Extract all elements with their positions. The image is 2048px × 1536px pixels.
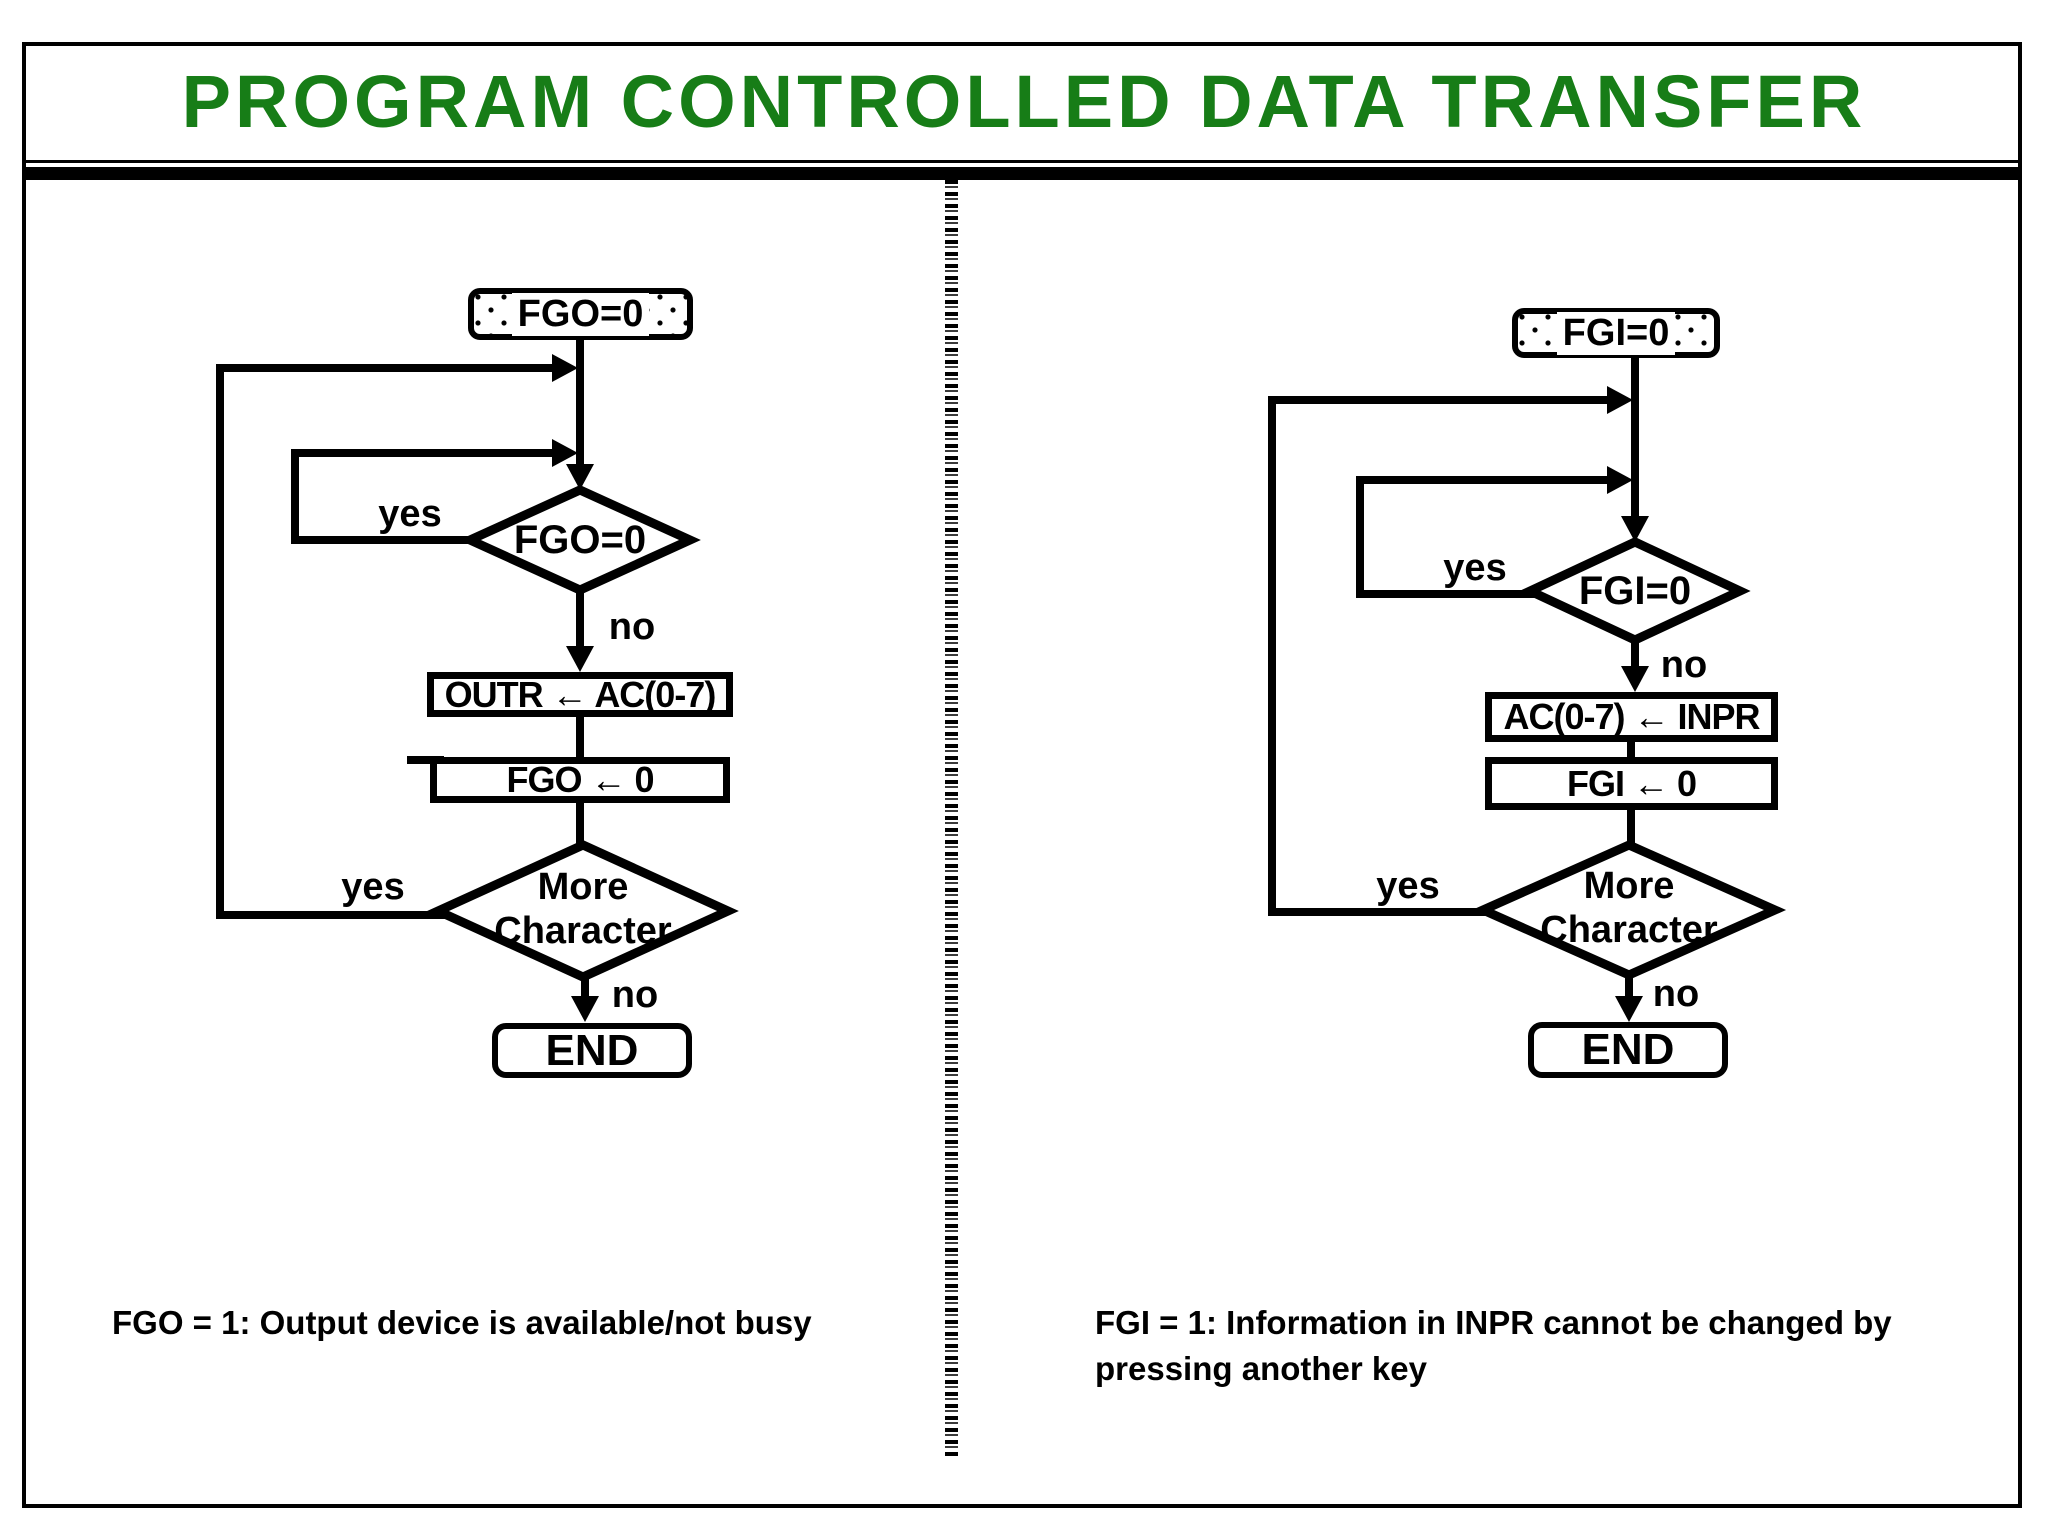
right-process-ac: AC(0-7) ← INPR <box>1485 692 1778 742</box>
right-caption-line2: pressing another key <box>1095 1350 1427 1388</box>
arrowhead-down-icon <box>566 646 594 672</box>
arrowhead-down-icon <box>1621 666 1649 692</box>
right-decision1-no-label: no <box>1660 644 1708 686</box>
section-divider <box>945 180 958 1458</box>
left-decision2-yes-label: yes <box>341 866 405 908</box>
right-decision2-no-label: no <box>1652 973 1700 1015</box>
right-caption-line1: FGI = 1: Information in INPR cannot be c… <box>1095 1304 1892 1341</box>
left-decision2-no-label: no <box>611 974 659 1016</box>
left-process-fgo: FGO ← 0 <box>430 757 730 803</box>
right-caption: FGI = 1: Information in INPR cannot be c… <box>1095 1300 1915 1392</box>
left-start-box: FGO=0 <box>468 288 693 340</box>
title-underline-thick <box>26 167 2022 180</box>
arrowhead-right-icon <box>552 439 578 467</box>
arrowhead-right-icon <box>1607 386 1633 414</box>
arrowhead-right-icon <box>1607 466 1633 494</box>
right-flow-lines <box>1268 354 1639 1004</box>
left-process-outr: OUTR ← AC(0-7) <box>427 672 733 717</box>
arrowhead-down-icon <box>1621 516 1649 542</box>
right-start-box: FGI=0 <box>1512 308 1720 358</box>
left-decision-fgo-label: FGO=0 <box>513 518 647 562</box>
arrowhead-down-icon <box>571 996 599 1022</box>
right-decision2-yes-label: yes <box>1376 865 1440 907</box>
left-decision1-no-label: no <box>608 606 656 648</box>
left-decision-more-label: More Character <box>494 866 672 952</box>
left-decision-more-shape <box>427 840 739 982</box>
right-decision-fgi-label: FGI=0 <box>1578 569 1692 613</box>
left-end-box: END <box>492 1023 692 1078</box>
right-start-label: FGI=0 <box>1556 311 1676 355</box>
left-decision-fgo-shape <box>459 485 701 595</box>
page-title: PROGRAM CONTROLLED DATA TRANSFER <box>181 60 1867 143</box>
title-underline-thin <box>26 160 2022 163</box>
left-flow-arrowheads <box>552 354 599 1022</box>
left-decision1-yes-label: yes <box>378 493 442 535</box>
left-start-label: FGO=0 <box>511 292 650 336</box>
right-decision1-yes-label: yes <box>1443 547 1507 589</box>
left-flow-lines <box>216 336 589 1004</box>
right-flow-arrowheads <box>1607 386 1649 1022</box>
arrowhead-down-icon <box>566 464 594 490</box>
arrowhead-down-icon <box>1615 996 1643 1022</box>
right-decision-fgi-shape <box>1519 537 1751 645</box>
arrowhead-right-icon <box>552 354 578 382</box>
right-process-fgi: FGI ← 0 <box>1485 757 1778 810</box>
right-decision-more-label: More Character <box>1540 865 1718 951</box>
left-caption: FGO = 1: Output device is available/not … <box>112 1304 812 1341</box>
page-border <box>22 42 2022 1508</box>
right-decision-more-shape <box>1471 840 1787 980</box>
right-end-box: END <box>1528 1022 1728 1078</box>
